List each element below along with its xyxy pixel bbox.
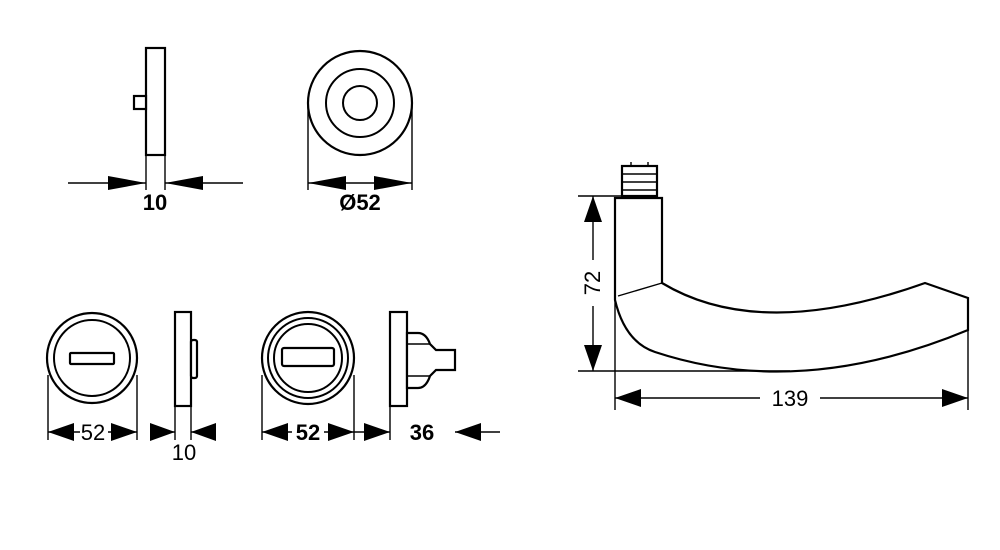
turn-rose-front-view (260, 310, 356, 440)
dimension-turn-rose-width: 52 (262, 420, 354, 445)
label-escutcheon-width: 52 (81, 420, 105, 445)
label-turn-length: 36 (410, 420, 434, 445)
dimension-rose-diameter: Ø52 (308, 176, 412, 215)
turn-side-view (388, 310, 457, 440)
escutcheon-side-view (173, 310, 199, 440)
label-lever-height: 72 (580, 271, 605, 295)
label-escutcheon-thickness: 10 (172, 440, 196, 465)
rose-front-view (306, 49, 414, 190)
dimension-turn-length: 36 (354, 420, 500, 445)
label-rose-thickness: 10 (143, 190, 167, 215)
lever-handle (613, 162, 970, 373)
dimension-escutcheon-thickness: 10 (150, 423, 216, 465)
label-turn-rose-width: 52 (296, 420, 320, 445)
label-rose-diameter: Ø52 (339, 190, 381, 215)
label-lever-length: 139 (772, 386, 809, 411)
dimension-lever-height: 72 (578, 195, 790, 372)
rose-side-view (132, 46, 167, 190)
dimension-lever-length: 139 (614, 300, 969, 411)
escutcheon-front-view (45, 311, 139, 440)
dimension-escutcheon-width: 52 (48, 420, 137, 445)
dimension-rose-thickness: 10 (68, 176, 243, 215)
